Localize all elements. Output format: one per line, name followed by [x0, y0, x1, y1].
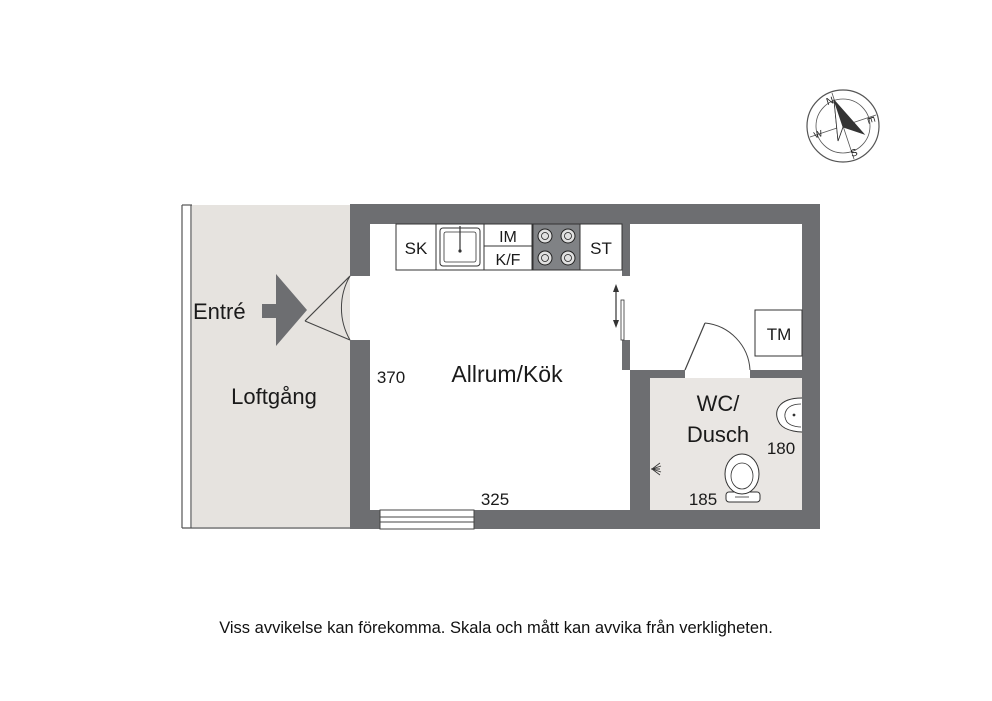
window — [379, 509, 475, 530]
entrance-label: Entré — [193, 299, 246, 324]
compass-e: E — [864, 115, 877, 125]
fixture-sink-label: SK — [405, 239, 428, 258]
wall-wc-top-right — [750, 370, 802, 378]
wall-partition-upper — [622, 224, 630, 276]
entrance-door-leaf-end — [304, 320, 351, 341]
compass-s: S — [849, 147, 859, 160]
kitchen-counter — [395, 223, 623, 271]
wc-floor — [650, 378, 802, 510]
allrum-label: Allrum/Kök — [451, 361, 563, 387]
wall-top — [350, 204, 820, 224]
wall-right — [802, 204, 820, 529]
wc-label-line2: Dusch — [687, 422, 749, 447]
entrance-door-swing — [340, 275, 351, 341]
dim-allrum-height: 370 — [377, 368, 405, 387]
washing-machine-box — [754, 309, 803, 357]
wall-left-lower — [350, 340, 370, 529]
wall-wc-top-left — [630, 370, 685, 378]
wall-bottom-right — [474, 510, 820, 529]
wall-left-upper — [350, 204, 370, 276]
loftgang-floor — [192, 205, 350, 527]
wc-door-swing — [704, 322, 751, 371]
sink-icon — [439, 226, 481, 267]
fixture-fridge-label: K/F — [496, 252, 521, 269]
shower-icon — [651, 462, 662, 476]
entrance-door[interactable] — [304, 275, 351, 341]
dim-allrum-width: 325 — [481, 490, 509, 509]
wc-door[interactable] — [684, 322, 751, 371]
wall-partition-lower — [622, 340, 630, 370]
entrance-door-leaf — [304, 275, 351, 322]
dim-wc-height: 180 — [767, 439, 795, 458]
wc-label-line1: WC/ — [697, 391, 741, 416]
stove-icon — [532, 223, 581, 271]
washbasin-icon — [776, 397, 803, 433]
compass-w: W — [812, 128, 824, 140]
compass-n: N — [825, 95, 835, 108]
sliding-door-icon — [613, 284, 625, 341]
loftgang-label: Loftgång — [231, 384, 317, 409]
fixture-microwave-label: IM — [499, 229, 517, 246]
fixture-washer-label: TM — [767, 325, 792, 344]
dim-wc-width: 185 — [689, 490, 717, 509]
loftgang-area — [181, 204, 350, 529]
disclaimer-text: Viss avvikelse kan förekomma. Skala och … — [219, 619, 773, 637]
wall-wc-left — [630, 370, 650, 510]
compass-icon: N E S W — [806, 89, 880, 163]
toilet-icon — [724, 453, 761, 503]
walls — [350, 204, 820, 529]
entrance-arrow-icon — [262, 274, 307, 346]
fixture-stove-label: ST — [590, 239, 612, 258]
